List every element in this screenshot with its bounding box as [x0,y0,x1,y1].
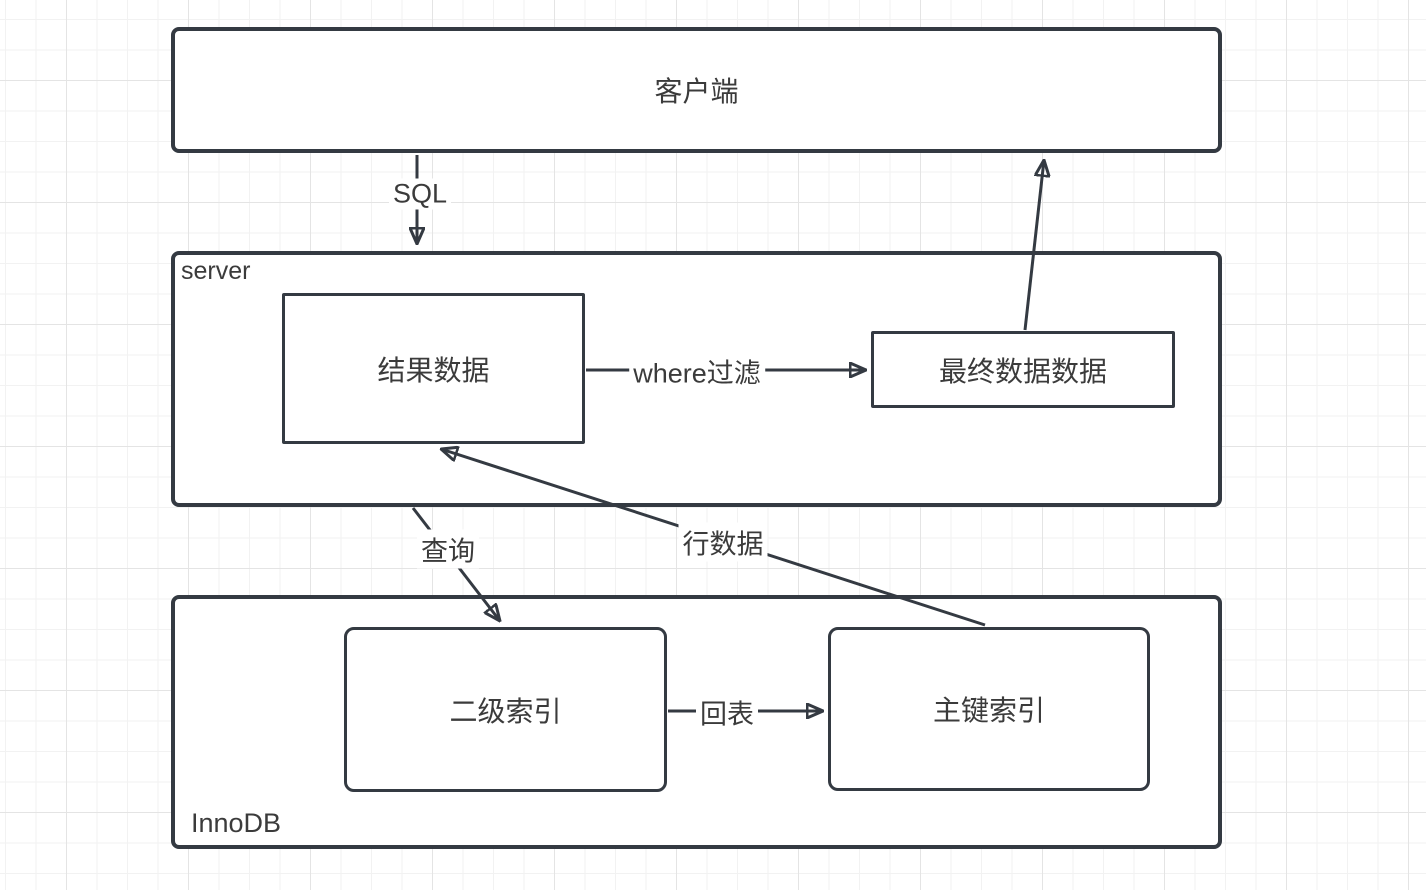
node-result-data-label: 结果数据 [377,354,490,386]
edge-where-filter-label: where过滤 [629,351,765,391]
node-primary-index-label: 主键索引 [932,695,1045,726]
edge-back-to-table-label: 回表 [696,692,758,732]
node-server-label: server [181,257,251,285]
node-secondary-index-label: 二级索引 [449,695,562,727]
node-primary-index[interactable]: 主键索引 [828,627,1150,791]
node-result-data[interactable]: 结果数据 [282,293,585,444]
edge-row-data-label: 行数据 [678,522,768,562]
node-client[interactable]: 客户端 [171,27,1222,153]
node-final-data[interactable]: 最终数据数据 [871,331,1175,408]
node-innodb-label: InnoDB [191,808,282,838]
edge-sql-label: SQL [388,178,452,210]
node-final-data-label: 最终数据数据 [938,355,1107,387]
node-client-label: 客户端 [654,76,739,107]
node-secondary-index[interactable]: 二级索引 [344,627,667,792]
edge-query-label: 查询 [417,529,479,569]
